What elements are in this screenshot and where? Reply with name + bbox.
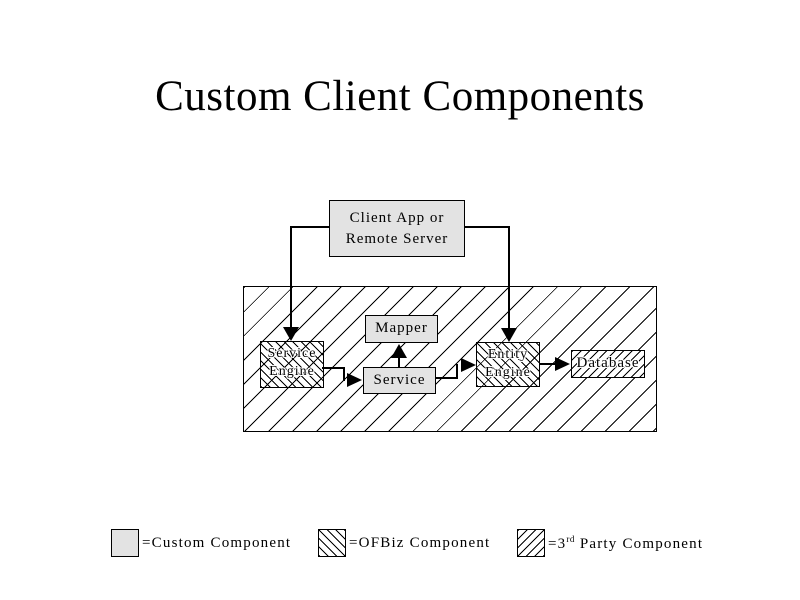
service-engine-node: Service Engine [260,341,324,388]
connector-service-to-entity-h [436,377,458,379]
connector-client-right-horizontal [465,226,510,228]
connector-engine-to-service-v [343,367,345,381]
connector-client-right-vertical [508,226,510,329]
entity-engine-label: Entity Engine [477,343,539,389]
legend-item-custom: =Custom Component [111,529,291,557]
service-engine-label: Service Engine [261,342,323,390]
legend-item-third-party: =3rd Party Component [517,529,703,557]
legend-third-superscript: rd [566,533,575,544]
connector-engine-to-service-h [322,367,345,369]
arrow-up-into-mapper [391,344,407,358]
arrow-right-into-entity-engine [461,358,476,372]
connector-service-to-entity-v [456,364,458,379]
custom-component-swatch [111,529,139,557]
third-party-component-swatch [517,529,545,557]
legend-label-ofbiz: =OFBiz Component [349,534,491,551]
page-title: Custom Client Components [155,73,645,120]
legend-third-suffix: Party Component [574,535,704,552]
entity-engine-label-line1: Entity [487,347,529,362]
client-app-node: Client App or Remote Server [329,200,465,257]
connector-client-left-horizontal [291,226,330,228]
client-app-label-line2: Remote Server [345,231,449,247]
service-label: Service [373,372,426,388]
client-app-label: Client App or Remote Server [330,201,464,250]
arrow-right-into-service [347,373,362,387]
service-engine-label-line2: Engine [269,364,315,379]
database-node: Database [571,350,645,378]
legend-label-third-party: =3rd Party Component [548,534,703,553]
legend-label-custom: =Custom Component [142,534,292,551]
connector-client-left-vertical [290,226,292,328]
legend-item-ofbiz: =OFBiz Component [318,529,490,557]
mapper-label: Mapper [375,320,428,336]
legend-third-prefix: =3 [548,535,567,552]
arrow-right-into-database [555,357,570,371]
ofbiz-component-swatch [318,529,346,557]
entity-engine-node: Entity Engine [476,342,540,387]
entity-engine-label-line2: Engine [485,365,531,380]
service-node: Service [363,367,436,394]
connector-entity-to-database [540,363,557,365]
connector-service-to-mapper [398,356,400,368]
service-engine-label-line1: Service [267,346,317,361]
database-label: Database [576,355,640,371]
client-app-label-line1: Client App or [349,210,445,226]
mapper-node: Mapper [365,315,438,343]
